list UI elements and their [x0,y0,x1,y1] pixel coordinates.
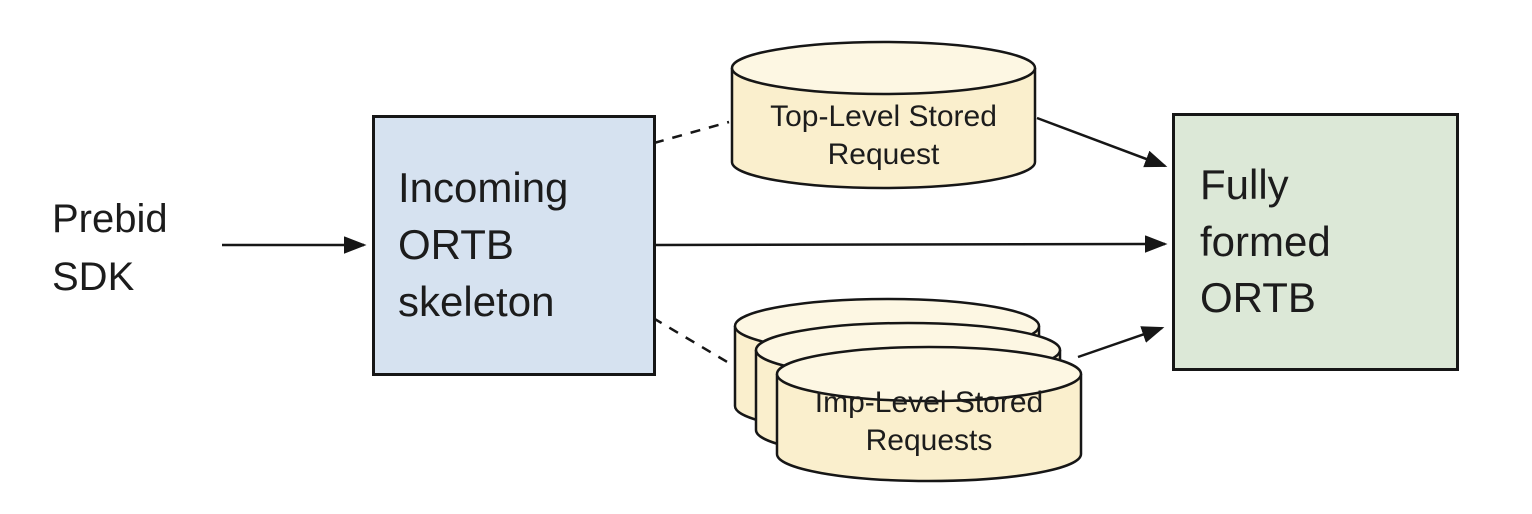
top-stored-request-label: Top-Level Stored Request [770,100,997,171]
dashed-connector-incoming-to-top-stored [653,120,730,145]
fully-formed-ortb-label: Fully formed ORTB [1200,160,1331,322]
incoming-ortb-skeleton-label: Incoming ORTB skeleton [398,164,569,325]
arrow-top-stored-to-fully-formed [1036,116,1168,168]
arrow-imp-stored-to-fully-formed [1077,326,1165,359]
node-prebid-sdk-label: Prebid SDK [52,197,168,299]
top-stored-request-cylinder [730,40,1037,190]
imp-stored-requests-label: Imp-Level Stored Requests [814,386,1044,457]
node-incoming-ortb-skeleton: Incoming ORTB skeleton [372,115,656,376]
dashed-connector-incoming-to-imp-stored [652,316,735,368]
imp-stored-requests-cylinder-front [775,345,1083,483]
arrow-incoming-to-fully-formed [655,235,1168,253]
node-fully-formed-ortb: Fully formed ORTB [1172,113,1459,371]
